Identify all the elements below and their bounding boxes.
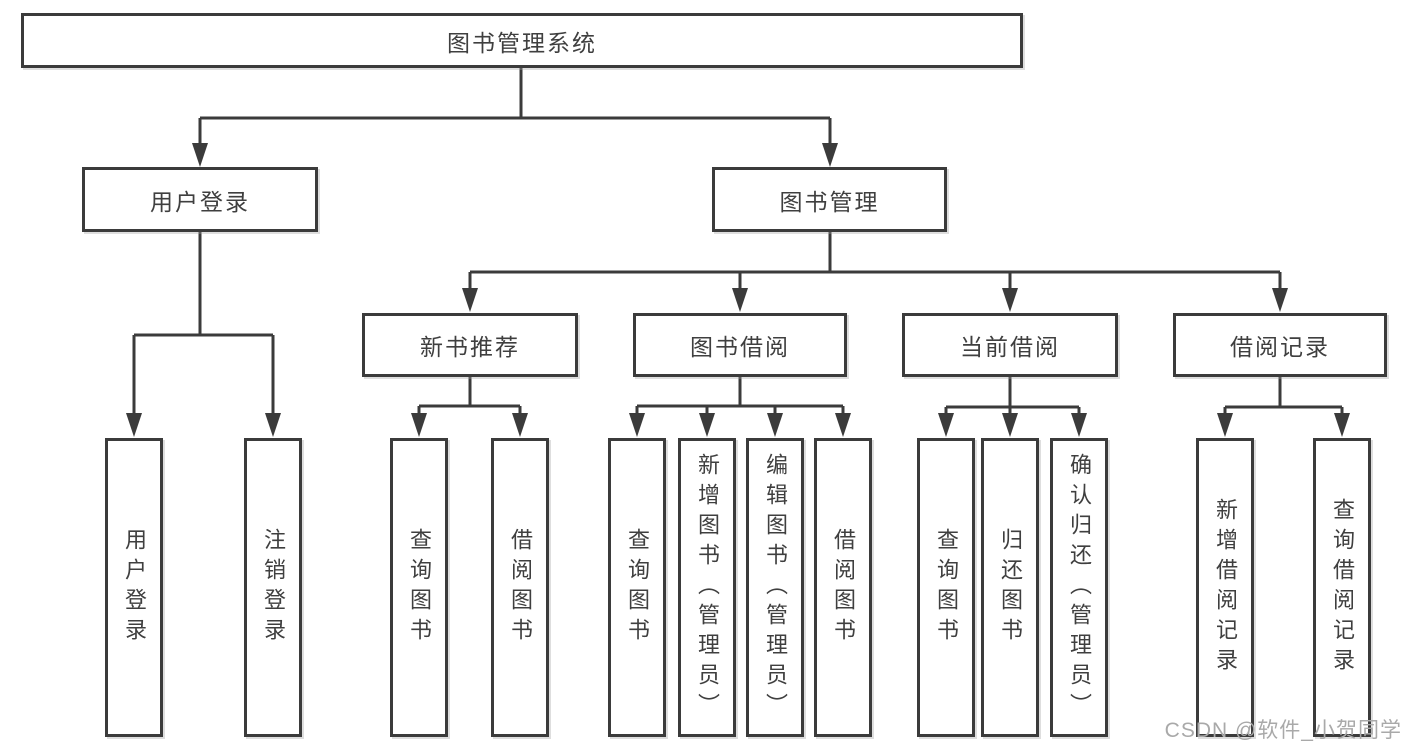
leaf-return-book-label: 归还图书 — [998, 527, 1023, 648]
node-book-management: 图书管理 — [712, 167, 947, 232]
leaf-query-borrow-record: 查询借阅记录 — [1313, 438, 1371, 737]
leaf-query-borrow-record-label: 查询借阅记录 — [1330, 497, 1355, 678]
leaf-add-book-admin-label: 新增图书（管理员） — [695, 452, 720, 723]
leaf-query-book-current: 查询图书 — [917, 438, 975, 737]
leaf-query-book-new-rec: 查询图书 — [390, 438, 448, 737]
node-user-login-label: 用户登录 — [150, 188, 250, 215]
leaf-borrow-book-new-rec: 借阅图书 — [491, 438, 549, 737]
leaf-logout-login: 注销登录 — [244, 438, 302, 737]
node-borrow-record-label: 借阅记录 — [1230, 334, 1330, 360]
leaf-edit-book-admin: 编辑图书（管理员） — [746, 438, 804, 737]
node-current-borrow-label: 当前借阅 — [960, 334, 1060, 360]
leaf-add-book-admin: 新增图书（管理员） — [678, 438, 736, 737]
node-root: 图书管理系统 — [21, 13, 1023, 68]
leaf-add-borrow-record-label: 新增借阅记录 — [1213, 497, 1238, 678]
node-book-borrow: 图书借阅 — [633, 313, 847, 377]
leaf-add-borrow-record: 新增借阅记录 — [1196, 438, 1254, 737]
leaf-return-book: 归还图书 — [981, 438, 1039, 737]
leaf-query-book-new-rec-label: 查询图书 — [407, 527, 432, 648]
leaf-borrow-book-borrow: 借阅图书 — [814, 438, 872, 737]
leaf-edit-book-admin-label: 编辑图书（管理员） — [763, 452, 788, 723]
leaf-borrow-book-borrow-label: 借阅图书 — [831, 527, 856, 648]
leaf-confirm-return-admin-label: 确认归还（管理员） — [1067, 452, 1092, 723]
node-book-borrow-label: 图书借阅 — [690, 334, 790, 360]
node-user-login: 用户登录 — [82, 167, 318, 232]
node-new-book-recommend: 新书推荐 — [362, 313, 578, 377]
node-root-label: 图书管理系统 — [447, 29, 597, 56]
leaf-query-book-borrow: 查询图书 — [608, 438, 666, 737]
leaf-borrow-book-new-rec-label: 借阅图书 — [508, 527, 533, 648]
node-borrow-record: 借阅记录 — [1173, 313, 1387, 377]
node-new-book-recommend-label: 新书推荐 — [420, 334, 520, 360]
leaf-logout-login-label: 注销登录 — [261, 527, 286, 648]
node-current-borrow: 当前借阅 — [902, 313, 1118, 377]
leaf-query-book-current-label: 查询图书 — [934, 527, 959, 648]
leaf-confirm-return-admin: 确认归还（管理员） — [1050, 438, 1108, 737]
watermark: CSDN @软件_小贺同学 — [1164, 719, 1402, 742]
leaf-user-login-label: 用户登录 — [122, 527, 147, 648]
leaf-query-book-borrow-label: 查询图书 — [625, 527, 650, 648]
leaf-user-login: 用户登录 — [105, 438, 163, 737]
node-book-management-label: 图书管理 — [779, 188, 880, 215]
